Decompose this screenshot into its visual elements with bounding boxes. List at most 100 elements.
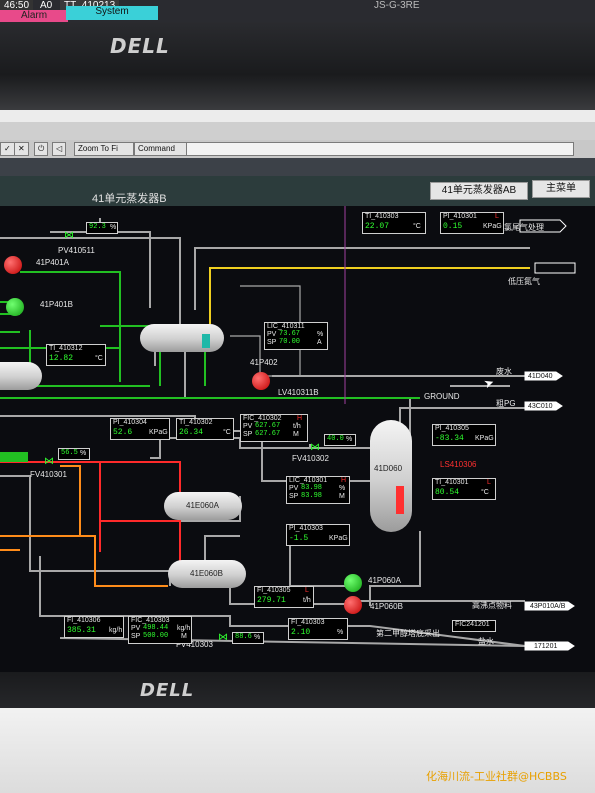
dell-logo-bottom: DELL <box>140 680 195 701</box>
label-41p401b: 41P401B <box>40 300 73 309</box>
faceplate-pi-410304[interactable]: PI_410304 52.6 KPaG <box>110 418 170 440</box>
label-tail-gas: 含氯尾气处理 <box>496 223 544 232</box>
back-icon[interactable]: ◁ <box>52 142 67 156</box>
lower-monitor-bezel-bottom: DELL <box>0 672 595 708</box>
faceplate-ti-410312[interactable]: TI_410312 12.82 °C <box>46 344 106 366</box>
fv410301-green-indicator <box>0 452 28 462</box>
valve-fv410302-icon[interactable]: ⋈ <box>310 442 320 453</box>
seq-text: A0 <box>40 0 53 11</box>
faceplate-fic-410303[interactable]: FIC_410303 PV 498.44 kg/h SP 500.00 M <box>128 616 192 644</box>
faceplate-fi-410303b[interactable]: FI_410303 2.10 % <box>288 618 348 640</box>
power-icon[interactable]: ⏻ <box>34 142 49 156</box>
dell-logo-top: DELL <box>110 34 170 58</box>
upper-monitor-bezel: DELL <box>0 22 595 110</box>
label-pv410511: PV410511 <box>58 246 95 255</box>
pump-41p060b-icon[interactable] <box>344 596 362 614</box>
alarm-button[interactable]: Alarm <box>0 10 68 22</box>
hmi-toolbar: ✓ ✕ ⏻ ◁ Zoom To Fi Command <box>0 140 595 159</box>
hmi-screen: 41单元蒸发器B 41单元蒸发器AB 主菜单 <box>0 176 595 672</box>
label-crude-pg: 粗PG <box>496 399 516 408</box>
nav-button-evaporator-ab[interactable]: 41单元蒸发器AB <box>430 182 528 200</box>
label-low-n2: 低压氮气 <box>508 277 540 286</box>
faceplate-fi-410305[interactable]: FI_410305 L 279.71 t/h <box>254 586 314 608</box>
desk-area <box>0 708 595 793</box>
faceplate-fv410303-pct[interactable]: 88.6 <box>232 632 264 644</box>
watermark-text: 化海川流-工业社群@HCBBS <box>426 770 567 783</box>
label-171201: 171201 <box>534 643 558 650</box>
command-input[interactable] <box>186 142 574 156</box>
top-right-text: JS-G-3RE <box>374 0 420 11</box>
vessel-left[interactable] <box>0 362 42 390</box>
zoom-to-fit-button[interactable]: Zoom To Fi <box>74 142 134 156</box>
valve-fv410303-icon[interactable]: ⋈ <box>218 632 228 643</box>
faceplate-fv410301-pct[interactable]: 56.5 <box>58 448 90 460</box>
pump-41p060a-icon[interactable] <box>344 574 362 592</box>
label-41p060b: 41P060B <box>370 602 403 611</box>
exchanger-41e060b[interactable]: 41E060B <box>168 560 246 588</box>
arrow-to-43c010 <box>524 401 563 411</box>
close-icon[interactable]: ✕ <box>14 142 29 156</box>
arrow-to-41d040 <box>524 371 563 381</box>
faceplate-ti-410301[interactable]: TI_410301 L 80.54 °C <box>432 478 496 500</box>
pipe-gray <box>0 475 171 586</box>
arrow-to-171201 <box>524 641 575 651</box>
label-lv410311b: LV410311B <box>278 388 319 397</box>
label-ls-alarm: LS410306 <box>440 460 477 469</box>
label-high-boiler: 高沸点物料 <box>472 601 512 610</box>
check-icon[interactable]: ✓ <box>0 142 15 156</box>
faceplate-fic-410302[interactable]: FIC_410302 H PV 627.67 t/h SP 627.67 M <box>240 414 308 442</box>
faceplate-pi-410301[interactable]: PI_410301 L 0.15 KPaG <box>440 212 504 234</box>
pump-41p402-icon[interactable] <box>252 372 270 390</box>
valve-pv410511-icon[interactable]: ⋈ <box>64 230 74 241</box>
faceplate-fv410302-pct[interactable]: 40.0 <box>324 434 356 446</box>
vessel-receiver[interactable] <box>140 324 224 352</box>
arrow-low-n2 <box>534 262 576 274</box>
d060-level-bar <box>396 486 404 514</box>
nav-button-main-menu[interactable]: 主菜单 <box>532 180 590 198</box>
wall-gap <box>0 110 595 122</box>
label-fic241201[interactable]: FIC241201 <box>452 620 496 632</box>
arrow-to-43p010 <box>524 601 575 611</box>
pipe-yellow <box>209 267 530 324</box>
faceplate-valve-top[interactable]: 92.3 <box>86 222 118 234</box>
pump-41p401a-icon[interactable] <box>4 256 22 274</box>
vessel-41d060[interactable]: 41D060 <box>370 420 412 532</box>
faceplate-pi-410303[interactable]: PI_410303 -1.5 KPaG <box>286 524 350 546</box>
faceplate-lic-410301[interactable]: LIC_410301 H PV 83.98 % SP 83.98 M <box>286 476 350 504</box>
label-from-second: 第二甲醇塔底采出 <box>376 629 440 638</box>
system-button[interactable]: System <box>66 6 158 20</box>
pipe-gray <box>345 531 525 606</box>
faceplate-pi-410305[interactable]: PI_410305 -83.34 KPaG <box>432 424 496 446</box>
exchanger-41e060a[interactable]: 41E060A <box>164 492 242 520</box>
hmi-gray-band <box>0 158 595 176</box>
pipe-orange <box>0 465 168 587</box>
faceplate-ti-410302[interactable]: TI_410302 26.34 °C <box>176 418 234 440</box>
label-41p401a: 41P401A <box>36 258 69 267</box>
label-salt-water: 盐水 <box>478 637 494 646</box>
arrow-tail-gas <box>519 219 567 233</box>
faceplate-fi-410306[interactable]: FI_410306 385.31 kg/h <box>64 616 124 638</box>
label-waste-water: 废水 <box>496 367 512 376</box>
exchanger-41e060b-label: 41E060B <box>190 569 223 578</box>
level-indicator <box>202 334 210 348</box>
unit-fv410303: % <box>254 634 261 641</box>
pipe-red <box>0 461 181 564</box>
label-41p402: 41P402 <box>250 358 278 367</box>
exchanger-41e060a-label: 41E060A <box>186 501 219 510</box>
command-button[interactable]: Command <box>134 142 192 156</box>
lower-monitor-bezel-top <box>0 122 595 140</box>
upper-monitor-screen: 46:50 A0 TT_410213 Alarm System JS-G-3RE <box>0 0 595 22</box>
label-41d040: 41D040 <box>528 373 553 380</box>
faceplate-lic-410311[interactable]: LIC_410311 PV 73.67 % SP 70.00 A <box>264 322 328 350</box>
page-title: 41单元蒸发器B <box>92 193 167 205</box>
clock-text: 46:50 <box>0 0 34 12</box>
unit-fv410302: % <box>346 436 353 443</box>
unit-valve-top: % <box>110 224 117 231</box>
label-fv410302: FV410302 <box>292 454 329 463</box>
pump-41p401b-icon[interactable] <box>6 298 24 316</box>
valve-fv410301-icon[interactable]: ⋈ <box>44 456 54 467</box>
vessel-41d060-label: 41D060 <box>374 464 403 473</box>
faceplate-ti-410303[interactable]: TI_410303 22.07 °C <box>362 212 426 234</box>
label-fv410301: FV410301 <box>30 470 67 479</box>
label-fv410303: FV410303 <box>176 640 213 649</box>
